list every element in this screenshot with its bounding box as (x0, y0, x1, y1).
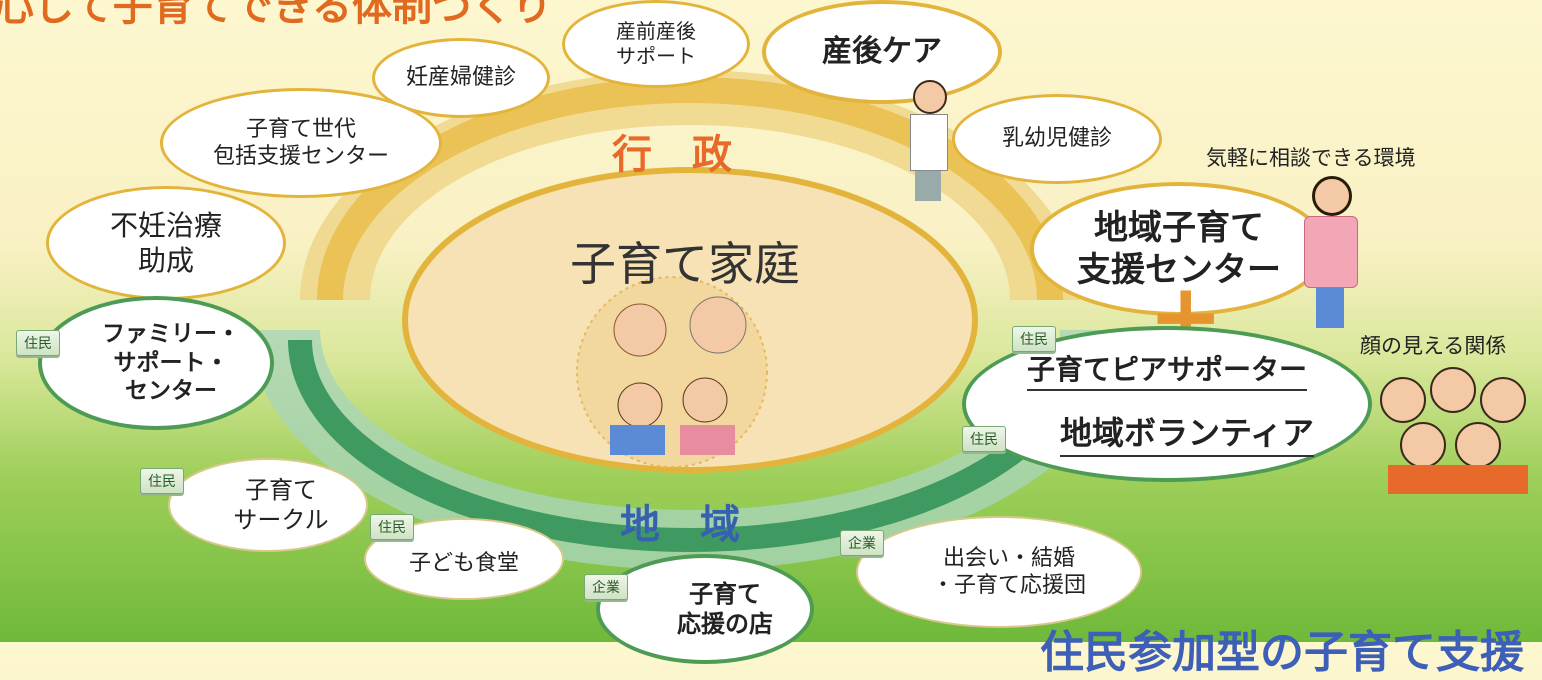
node-nyuyoji-kenshin: 乳幼児健診 (952, 94, 1162, 184)
node-ouen-shop: 子育て 応援の店 (596, 554, 814, 664)
node-sanzen-sango-support: 産前産後 サポート (562, 0, 750, 88)
gov-label: 行 政 (612, 132, 732, 178)
bottom-title: 住民参加型の子育て支援 (1040, 627, 1524, 678)
node-deai-kekkon: 出会い・結婚 ・子育て応援団 (856, 516, 1142, 628)
tag-kigyo-shop: 企業 (584, 574, 628, 600)
community-label: 地 域 (620, 502, 740, 548)
tag-jumin-circle: 住民 (140, 468, 184, 494)
tag-jumin-shokudo: 住民 (370, 514, 414, 540)
node-chiiki-support-center: 地域子育て 支援センター (1030, 182, 1328, 316)
peer-supporter-label: 子育てピアサポーター (1026, 352, 1307, 391)
faces-caption: 顔の見える関係 (1360, 334, 1507, 358)
node-funin-chiryo: 不妊治療 助成 (46, 186, 286, 300)
tag-jumin-volunteer: 住民 (962, 426, 1006, 452)
tag-kigyo-deai: 企業 (840, 530, 884, 556)
tag-jumin-family: 住民 (16, 330, 60, 356)
center-label: 子育て家庭 (570, 237, 800, 291)
node-sango-care: 産後ケア (762, 0, 1002, 104)
node-family-support-center: ファミリー・ サポート・ センター (38, 296, 274, 430)
staff-figure-icon (908, 80, 948, 201)
arc-background (250, 70, 1130, 570)
mother-figure-icon (1300, 176, 1360, 328)
tag-jumin-peer: 住民 (1012, 326, 1056, 352)
node-kosodate-sedai-center: 子育て世代 包括支援センター (160, 88, 442, 198)
node-peer-volunteer: 子育てピアサポーター 地域ボランティア (962, 326, 1372, 482)
volunteer-label: 地域ボランティア (1059, 413, 1315, 457)
crowd-illustration (1368, 360, 1542, 494)
page-title: 心して子育てできる体制づくり (0, 0, 552, 30)
node-kosodate-circle: 子育て サークル (168, 458, 368, 552)
consult-caption: 気軽に相談できる環境 (1206, 146, 1416, 170)
